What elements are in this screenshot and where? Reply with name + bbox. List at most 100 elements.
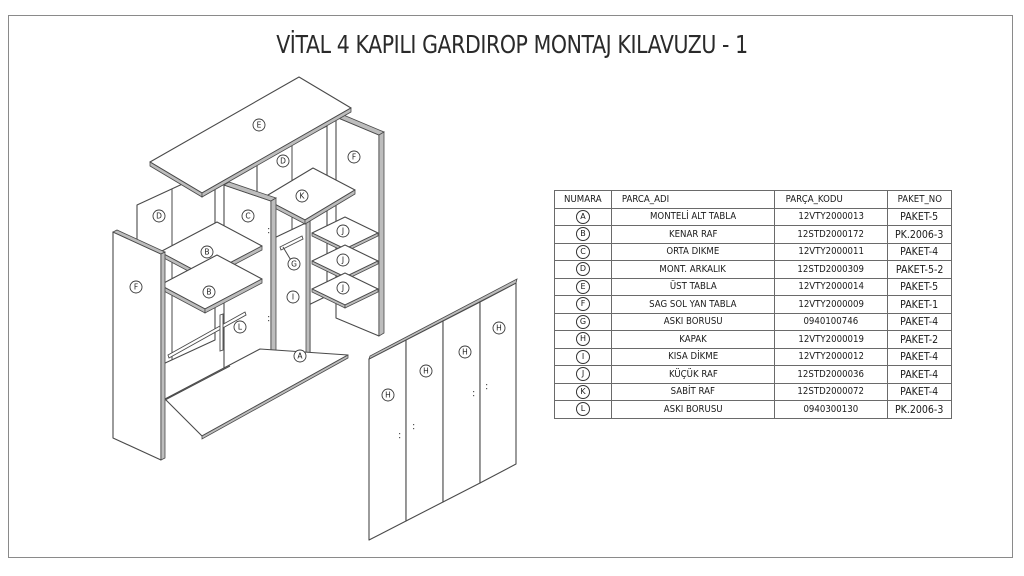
part-name-cell: ASKI BORUSU bbox=[611, 312, 775, 331]
part-name: KÜÇÜK RAF bbox=[668, 368, 718, 380]
svg-text:D: D bbox=[280, 157, 286, 166]
part-letter-badge: B bbox=[576, 227, 590, 242]
part-letter-badge: F bbox=[576, 297, 590, 312]
part-number-cell: C bbox=[554, 242, 612, 261]
part-name: ÜST TABLA bbox=[669, 281, 717, 293]
label-short-divider: I bbox=[286, 290, 300, 304]
package-number-cell: PAKET-4 bbox=[887, 242, 952, 261]
package-number: PAKET-5 bbox=[900, 280, 939, 294]
svg-text:F: F bbox=[352, 153, 356, 162]
part-letter-badge: A bbox=[576, 209, 590, 224]
part-name: SAG SOL YAN TABLA bbox=[649, 298, 737, 310]
part-number-cell: I bbox=[554, 347, 612, 366]
part-letter-badge: D bbox=[576, 262, 590, 277]
part-name: ORTA DIKME bbox=[666, 246, 720, 258]
label-top-panel: E bbox=[252, 118, 266, 132]
label-bottom-panel: A bbox=[293, 349, 307, 363]
part-name: MONT. ARKALIK bbox=[659, 263, 727, 275]
part-code-cell: 12VTY2000009 bbox=[774, 295, 888, 314]
part-code: 12STD2000072 bbox=[797, 386, 865, 398]
label-door-3: H bbox=[458, 345, 472, 359]
table-header-row: NUMARA PARCA_ADI PARÇA_KODU PAKET_NO bbox=[554, 190, 952, 209]
part-code-cell: 12VTY2000011 bbox=[774, 242, 888, 261]
part-number-cell: E bbox=[554, 277, 612, 296]
package-number: PAKET-5 bbox=[900, 210, 939, 224]
part-number-cell: G bbox=[554, 312, 612, 331]
part-name: ASKI BORUSU bbox=[663, 316, 723, 328]
part-name: SABİT RAF bbox=[670, 386, 716, 398]
part-name-cell: ASKI BORUSU bbox=[611, 400, 775, 419]
label-side-panel-left: F bbox=[129, 280, 143, 294]
package-number: PAKET-4 bbox=[900, 315, 939, 329]
header-parca-adi: PARCA_ADI bbox=[611, 190, 775, 209]
label-door-2: H bbox=[419, 364, 433, 378]
label-hanging-rod-left: L bbox=[233, 320, 247, 334]
part-code-cell: 0940100746 bbox=[774, 312, 888, 331]
svg-text:H: H bbox=[385, 391, 391, 400]
package-number-cell: PAKET-4 bbox=[887, 365, 952, 384]
part-number-cell: J bbox=[554, 365, 612, 384]
svg-text:G: G bbox=[291, 260, 297, 269]
part-letter-badge: C bbox=[576, 244, 590, 259]
label-side-panel-right: F bbox=[347, 150, 361, 164]
header-numara: NUMARA bbox=[554, 190, 612, 209]
part-letter-badge: H bbox=[576, 332, 590, 347]
part-letter-badge: K bbox=[576, 384, 590, 399]
package-number: PAKET-4 bbox=[900, 367, 939, 381]
side-panel-left bbox=[112, 229, 166, 461]
parts-table: NUMARA PARCA_ADI PARÇA_KODU PAKET_NO A MO… bbox=[554, 190, 952, 419]
svg-text:K: K bbox=[300, 192, 306, 201]
label-small-shelf-3: J bbox=[336, 281, 350, 295]
part-code: 12VTY2000009 bbox=[798, 298, 864, 310]
part-name-cell: MONT. ARKALIK bbox=[611, 260, 775, 279]
part-code: 12STD2000309 bbox=[797, 263, 865, 275]
table-row: C ORTA DIKME 12VTY2000011 PAKET-4 bbox=[554, 242, 952, 261]
label-back-panel-right: D bbox=[276, 154, 290, 168]
document-title: VİTAL 4 KAPILI GARDIROP MONTAJ KILAVUZU … bbox=[276, 30, 748, 59]
package-number: PAKET-1 bbox=[900, 297, 939, 311]
doors bbox=[368, 278, 518, 541]
svg-text:J: J bbox=[341, 256, 344, 265]
part-code: 12VTY2000019 bbox=[798, 333, 864, 345]
part-code: 12VTY2000012 bbox=[798, 351, 864, 363]
svg-text:I: I bbox=[292, 293, 294, 302]
part-letter-badge: G bbox=[576, 314, 590, 329]
package-number-cell: PAKET-2 bbox=[887, 330, 952, 349]
svg-text:J: J bbox=[341, 227, 344, 236]
package-number: PAKET-4 bbox=[900, 245, 939, 259]
package-number-cell: PAKET-4 bbox=[887, 347, 952, 366]
package-number: PAKET-4 bbox=[900, 350, 939, 364]
package-number: PAKET-5-2 bbox=[895, 262, 944, 276]
top-panel bbox=[149, 76, 352, 198]
small-shelves bbox=[311, 216, 379, 309]
svg-text:B: B bbox=[206, 288, 211, 297]
svg-text:D: D bbox=[156, 212, 162, 221]
part-number-cell: F bbox=[554, 295, 612, 314]
page-border bbox=[8, 15, 1013, 558]
package-number-cell: PK.2006-3 bbox=[887, 400, 952, 419]
svg-text:A: A bbox=[297, 352, 303, 361]
part-name: KISA DİKME bbox=[667, 351, 719, 363]
package-number-cell: PAKET-4 bbox=[887, 312, 952, 331]
label-door-4: H bbox=[492, 321, 506, 335]
svg-text:E: E bbox=[257, 121, 262, 130]
part-name-cell: SABİT RAF bbox=[611, 382, 775, 401]
package-number: PAKET-2 bbox=[900, 332, 939, 346]
hanging-rod-left bbox=[167, 311, 247, 359]
table-row: F SAG SOL YAN TABLA 12VTY2000009 PAKET-1 bbox=[554, 295, 952, 314]
svg-text:L: L bbox=[238, 323, 243, 332]
svg-text:H: H bbox=[496, 324, 502, 333]
label-side-shelf-upper: B bbox=[200, 245, 214, 259]
part-code-cell: 0940300130 bbox=[774, 400, 888, 419]
header-parca-kodu: PARÇA_KODU bbox=[774, 190, 888, 209]
part-name-cell: KAPAK bbox=[611, 330, 775, 349]
part-name-cell: MONTELİ ALT TABLA bbox=[611, 207, 775, 226]
part-code-cell: 12VTY2000019 bbox=[774, 330, 888, 349]
